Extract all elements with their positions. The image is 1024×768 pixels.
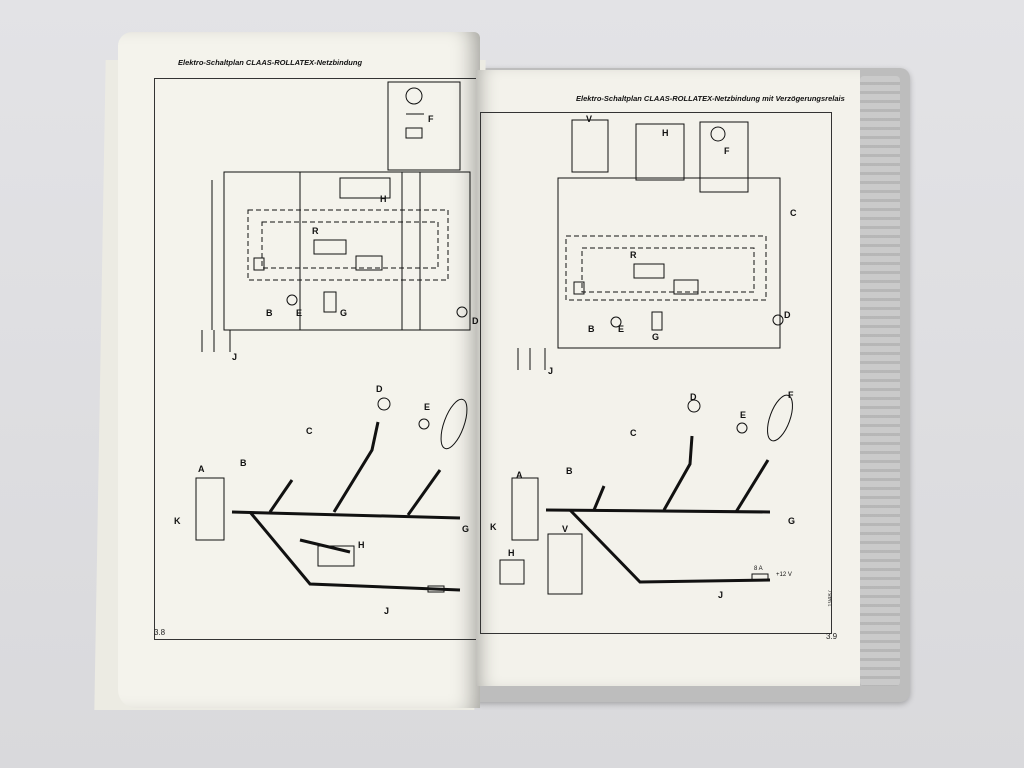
left-harness-label-G: G [462, 524, 470, 534]
right-label-C: C [790, 208, 797, 218]
right-harness-label-V: V [562, 524, 569, 534]
right-label-E: E [618, 324, 625, 334]
left-harness-label-K: K [174, 516, 181, 526]
right-harness-label-F: F [788, 390, 794, 400]
left-page: Elektro-Schaltplan CLAAS-ROLLATEX-Netzbi… [118, 32, 480, 708]
right-page: Elektro-Schaltplan CLAAS-ROLLATEX-Netzbi… [476, 70, 860, 686]
left-motor-icon [405, 87, 423, 105]
left-harness-label-D: D [376, 384, 383, 394]
left-harness-label-A: A [198, 464, 205, 474]
left-harness-label-C: C [306, 426, 313, 436]
right-fuse-label: 8 A [754, 566, 763, 572]
right-supply-label: +12 V [776, 572, 792, 578]
left-label-B: B [266, 308, 273, 318]
right-harness-label-J: J [718, 590, 724, 600]
left-harness-label-J: J [384, 606, 390, 616]
left-harness-label-B: B [240, 458, 247, 468]
right-label-V: V [586, 114, 593, 124]
left-page-title: Elektro-Schaltplan CLAAS-ROLLATEX-Netzbi… [178, 58, 363, 67]
right-harness-label-K: K [490, 522, 497, 532]
left-label-F: F [428, 114, 434, 124]
left-page-number: 3.8 [154, 628, 166, 637]
right-label-F: F [724, 146, 730, 156]
left-harness-label-H: H [358, 540, 365, 550]
right-harness-label-C: C [630, 428, 637, 438]
sleeve-ridge [860, 76, 900, 686]
right-label-B: B [588, 324, 595, 334]
right-label-J: J [548, 366, 554, 376]
left-label-J: J [232, 352, 238, 362]
left-motor-box [387, 81, 461, 171]
right-harness-label-H: H [508, 548, 515, 558]
right-page-title: Elektro-Schaltplan CLAAS-ROLLATEX-Netzbi… [576, 94, 845, 103]
left-label-R: R [312, 226, 319, 236]
left-label-D: D [472, 316, 479, 326]
left-label-G: G [340, 308, 348, 318]
right-harness-label-G: G [788, 516, 796, 526]
right-label-D: D [784, 310, 791, 320]
left-label-E: E [296, 308, 303, 318]
right-diagram-frame [480, 112, 832, 634]
left-relay-Z [313, 239, 347, 255]
left-label-H: H [380, 194, 387, 204]
left-harness-label-E: E [424, 402, 431, 412]
right-harness-label-D: D [690, 392, 697, 402]
right-harness-label-A: A [516, 470, 523, 480]
right-label-G: G [652, 332, 660, 342]
right-label-R: R [630, 250, 637, 260]
right-label-H: H [662, 128, 669, 138]
right-harness-label-B: B [566, 466, 573, 476]
right-harness-label-E: E [740, 410, 747, 420]
right-page-number: 3.9 [826, 632, 838, 641]
